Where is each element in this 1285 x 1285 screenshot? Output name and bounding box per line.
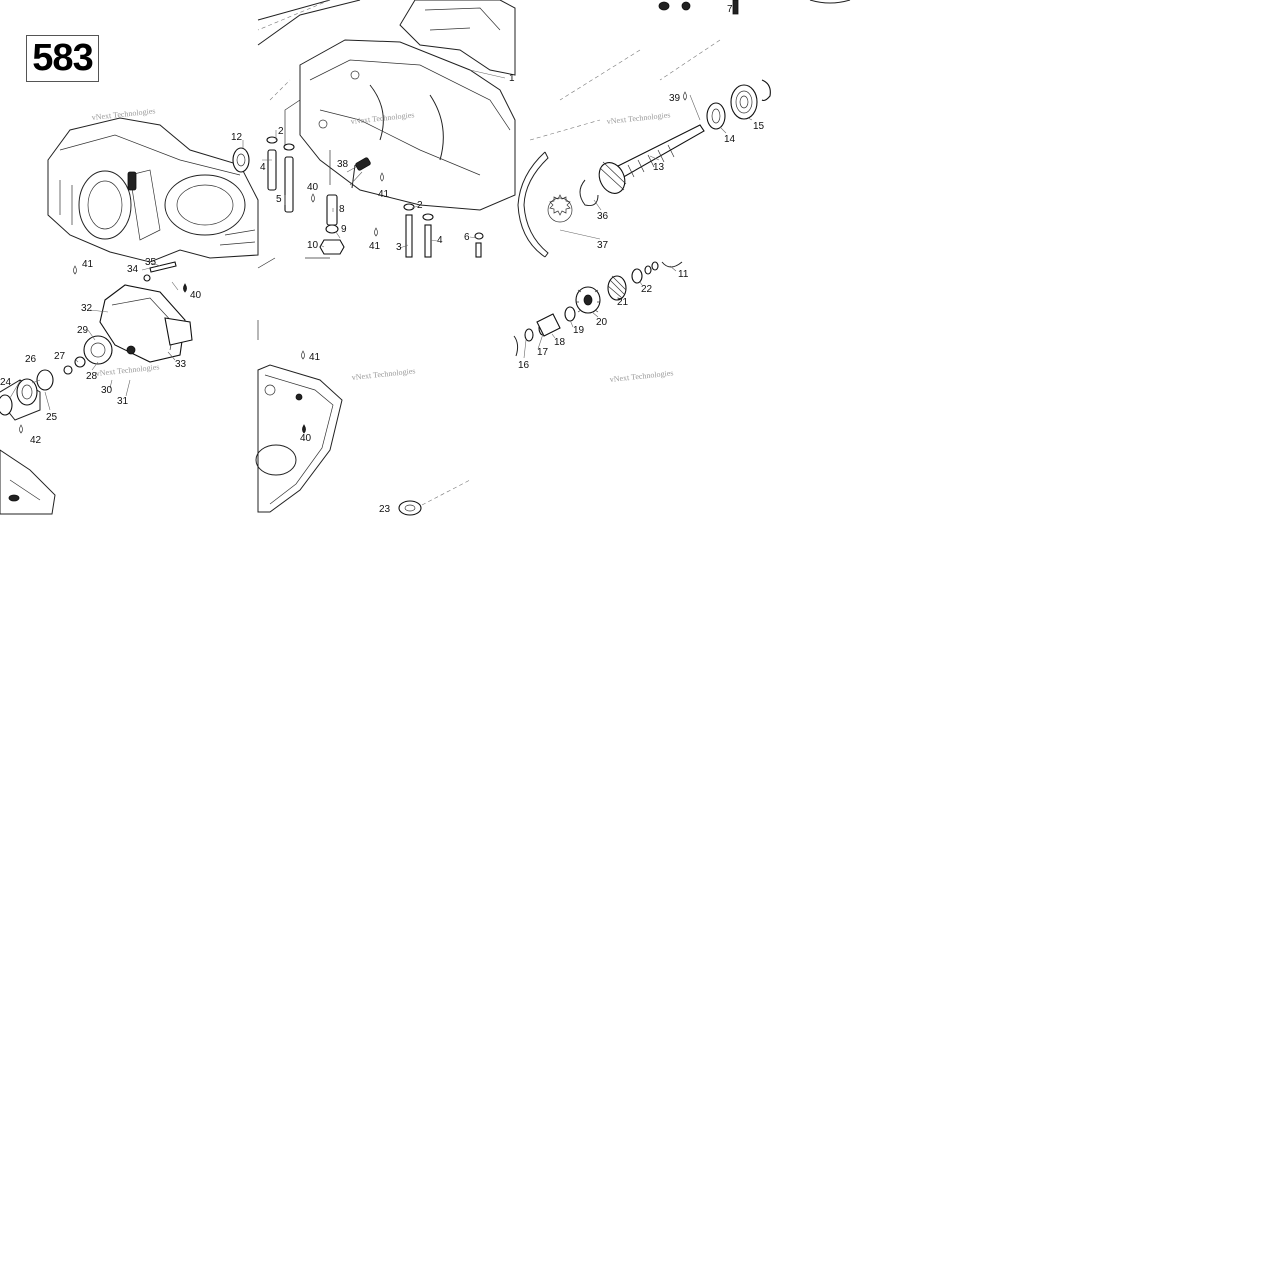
part-label-18: 18 bbox=[554, 337, 566, 348]
watermark-1: vNext Technologies bbox=[91, 106, 156, 122]
drop-markers-b bbox=[301, 172, 384, 360]
part-label-17: 17 bbox=[537, 347, 549, 358]
watermark-6: vNext Technologies bbox=[609, 368, 674, 384]
part-label-10: 10 bbox=[307, 240, 319, 251]
ball-bearing bbox=[529, 39, 771, 141]
part-label-7: 7 bbox=[727, 4, 733, 15]
water-pump-housing bbox=[0, 261, 193, 416]
part-label-25: 25 bbox=[46, 412, 58, 423]
part-label-13: 13 bbox=[653, 162, 665, 173]
part-label-39: 39 bbox=[669, 93, 681, 104]
gear-assembly bbox=[513, 261, 683, 357]
part-label-11: 11 bbox=[678, 269, 689, 280]
part-label-4b: 4 bbox=[437, 235, 443, 246]
drop-markers-c bbox=[683, 91, 687, 101]
part-label-8: 8 bbox=[339, 204, 345, 215]
crankcase-lower-half bbox=[284, 39, 516, 211]
part-label-38: 38 bbox=[337, 159, 349, 170]
part-label-2a: 2 bbox=[278, 126, 284, 137]
part-label-22: 22 bbox=[641, 284, 653, 295]
drop-markers-a bbox=[19, 265, 187, 434]
studs-and-washers bbox=[232, 136, 484, 258]
part-label-36: 36 bbox=[597, 211, 609, 222]
part-label-31: 31 bbox=[117, 396, 129, 407]
watermark-5: vNext Technologies bbox=[351, 366, 416, 382]
engine-cylinders bbox=[47, 117, 259, 263]
part-number-labels: 1 2 2 3 4 4 5 6 7 8 9 10 11 12 13 14 15 … bbox=[0, 4, 765, 515]
part-label-35: 35 bbox=[145, 257, 157, 268]
part-label-6: 6 bbox=[464, 232, 470, 243]
part-label-26: 26 bbox=[25, 354, 37, 365]
part-label-40c: 40 bbox=[300, 433, 312, 444]
trigger-plate bbox=[517, 151, 599, 258]
part-label-9: 9 bbox=[341, 224, 347, 235]
part-label-3: 3 bbox=[396, 242, 402, 253]
part-label-41c: 41 bbox=[82, 259, 94, 270]
watermark-2: vNext Technologies bbox=[350, 110, 415, 126]
model-number-box: 583 bbox=[26, 35, 99, 82]
leader-lines bbox=[9, 0, 753, 411]
part-label-12: 12 bbox=[231, 132, 243, 143]
part-label-28: 28 bbox=[86, 371, 98, 382]
part-label-15: 15 bbox=[753, 121, 765, 132]
watermark-4: vNext Technologies bbox=[95, 362, 160, 378]
part-label-20: 20 bbox=[596, 317, 608, 328]
crankcase-end-cover bbox=[0, 379, 56, 515]
watermark-3: vNext Technologies bbox=[606, 110, 671, 126]
part-label-40b: 40 bbox=[190, 290, 202, 301]
part-label-19: 19 bbox=[573, 325, 585, 336]
part-label-29: 29 bbox=[77, 325, 89, 336]
part-label-41d: 41 bbox=[309, 352, 321, 363]
part-label-30: 30 bbox=[101, 385, 113, 396]
part-label-40a: 40 bbox=[307, 182, 319, 193]
part-label-32: 32 bbox=[81, 303, 93, 314]
engine-side-cover bbox=[255, 257, 471, 516]
part-label-1: 1 bbox=[509, 73, 515, 84]
crankcase-upper-half bbox=[257, 0, 851, 76]
part-label-4a: 4 bbox=[260, 162, 266, 173]
part-label-24: 24 bbox=[0, 377, 12, 388]
part-label-23: 23 bbox=[379, 504, 391, 515]
part-label-34: 34 bbox=[127, 264, 139, 275]
part-label-42: 42 bbox=[30, 435, 42, 446]
part-label-27: 27 bbox=[54, 351, 66, 362]
part-label-2b: 2 bbox=[417, 200, 423, 211]
part-label-41a: 41 bbox=[378, 189, 390, 200]
part-label-41b: 41 bbox=[369, 241, 381, 252]
model-number: 583 bbox=[32, 37, 93, 79]
output-shaft bbox=[598, 124, 705, 194]
part-label-33: 33 bbox=[175, 359, 187, 370]
part-label-37: 37 bbox=[597, 240, 609, 251]
part-label-21: 21 bbox=[617, 297, 629, 308]
part-label-16: 16 bbox=[518, 360, 530, 371]
part-label-5: 5 bbox=[276, 194, 282, 205]
part-label-14: 14 bbox=[724, 134, 736, 145]
